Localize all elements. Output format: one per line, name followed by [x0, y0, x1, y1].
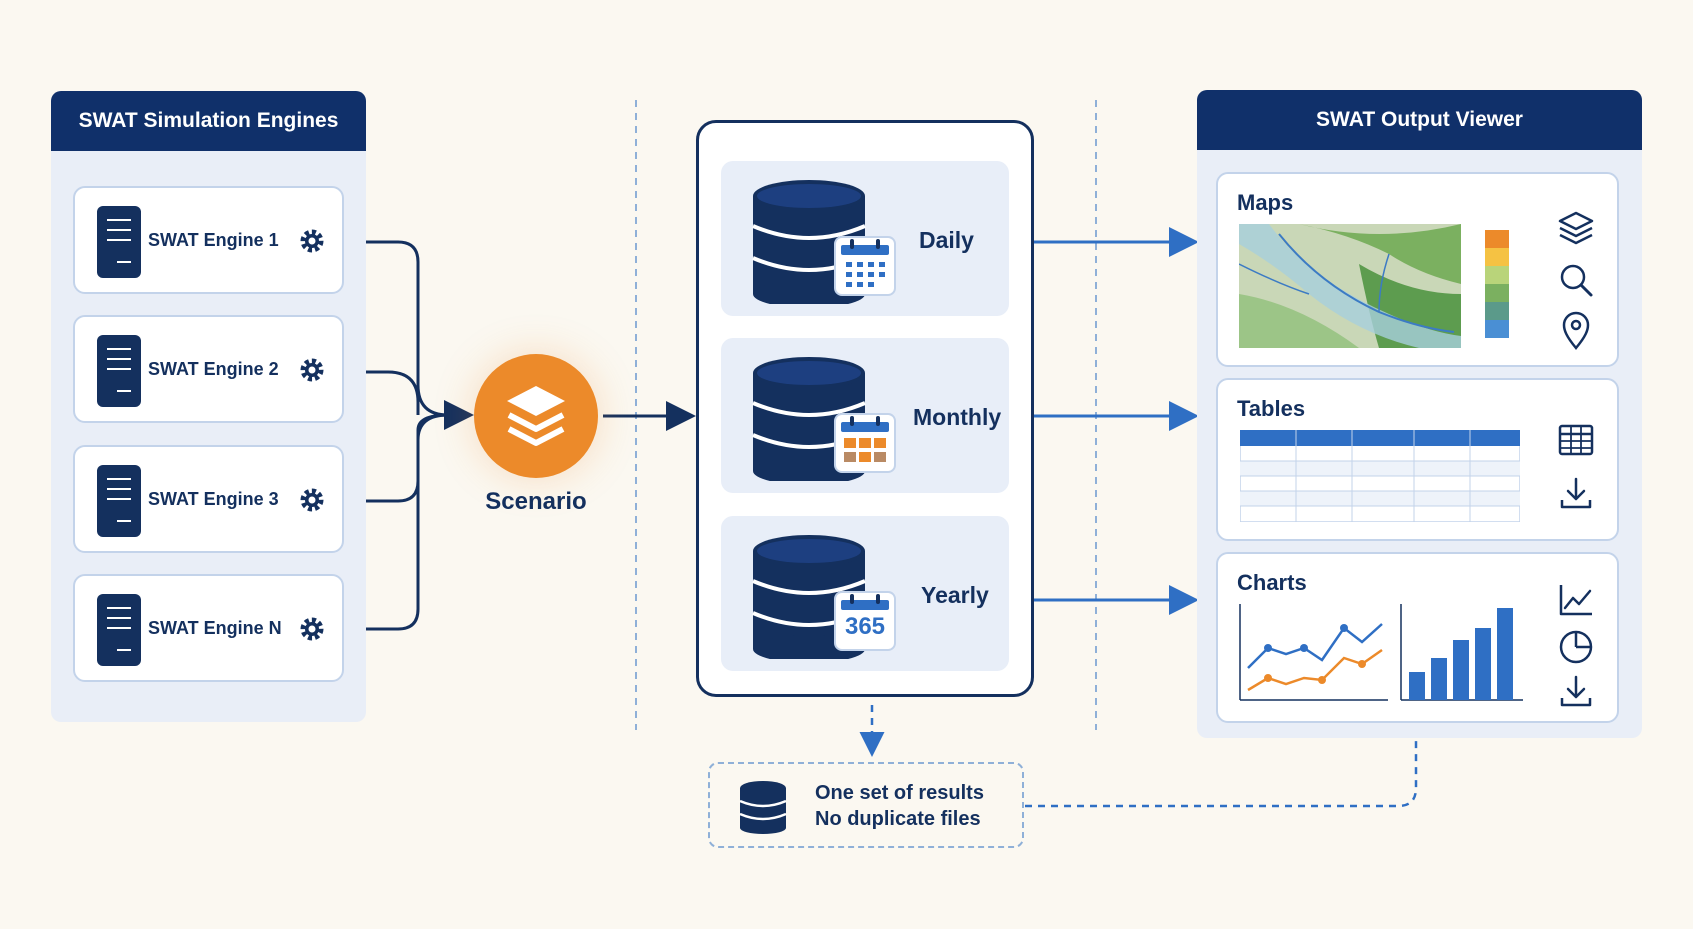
connector-engine-2 [343, 370, 420, 415]
connector-engine-n [343, 413, 449, 631]
viewer-section-maps[interactable]: Maps [1216, 172, 1619, 367]
section-title-maps: Maps [1237, 190, 1294, 215]
scenario-label: Scenario [485, 488, 587, 515]
gear-icon[interactable] [297, 226, 327, 256]
frequency-card-yearly[interactable]: 365 Yearly [721, 516, 1009, 671]
frequency-card-daily[interactable]: Daily [721, 161, 1009, 316]
engine-card-n[interactable]: SWAT Engine N [73, 574, 344, 682]
download-icon[interactable] [1556, 474, 1596, 514]
table-icon[interactable] [1556, 420, 1596, 460]
note-line-2: No duplicate files [815, 808, 981, 830]
viewer-panel-title: SWAT Output Viewer [1197, 90, 1642, 150]
gear-icon[interactable] [297, 355, 327, 385]
frequency-label-yearly: Yearly [921, 582, 989, 608]
note-line-1: One set of results [815, 782, 984, 804]
layers-icon[interactable] [1556, 208, 1596, 248]
gear-icon[interactable] [297, 485, 327, 515]
engine-label-1: SWAT Engine 1 [148, 230, 279, 250]
engine-label-n: SWAT Engine N [148, 618, 282, 638]
server-icon [97, 206, 141, 278]
map-thumbnail[interactable] [1239, 224, 1461, 348]
frequency-card-monthly[interactable]: Monthly [721, 338, 1009, 493]
calendar-365-text: 365 [844, 613, 886, 640]
line-chart-thumbnail[interactable] [1238, 604, 1388, 704]
section-title-charts: Charts [1237, 570, 1307, 595]
line-chart-icon[interactable] [1556, 580, 1596, 620]
calendar-icon [834, 236, 896, 296]
gear-icon[interactable] [297, 614, 327, 644]
pie-chart-icon[interactable] [1556, 626, 1596, 666]
engine-card-1[interactable]: SWAT Engine 1 [73, 186, 344, 294]
engines-panel-title: SWAT Simulation Engines [51, 91, 366, 151]
engine-card-2[interactable]: SWAT Engine 2 [73, 315, 344, 423]
calendar-grid-icon [834, 413, 896, 473]
database-icon [739, 781, 787, 834]
viewer-section-tables[interactable]: Tables [1216, 378, 1619, 541]
engine-label-3: SWAT Engine 3 [148, 489, 279, 509]
frequency-label-daily: Daily [919, 227, 974, 253]
engine-card-3[interactable]: SWAT Engine 3 [73, 445, 344, 553]
results-container: Daily Monthly [696, 120, 1034, 697]
bar-chart-thumbnail[interactable] [1399, 604, 1523, 704]
server-icon [97, 335, 141, 407]
location-pin-icon[interactable] [1556, 310, 1596, 352]
viewer-section-charts[interactable]: Charts [1216, 552, 1619, 723]
search-icon[interactable] [1556, 260, 1596, 300]
server-icon [97, 465, 141, 537]
table-thumbnail[interactable] [1240, 430, 1520, 522]
download-icon[interactable] [1556, 672, 1596, 712]
server-icon [97, 594, 141, 666]
connector-engine-1 [343, 240, 474, 430]
engine-label-2: SWAT Engine 2 [148, 359, 279, 379]
connector-note-viewer [1025, 740, 1418, 808]
layers-icon [507, 386, 565, 446]
calendar-365-icon: 365 [833, 588, 897, 652]
scenario-node[interactable] [474, 354, 598, 478]
section-title-tables: Tables [1237, 396, 1306, 421]
frequency-label-monthly: Monthly [913, 404, 1002, 430]
note-box: One set of results No duplicate files [708, 762, 1024, 848]
calendar-frame [834, 591, 896, 651]
map-legend-scale [1485, 230, 1509, 338]
